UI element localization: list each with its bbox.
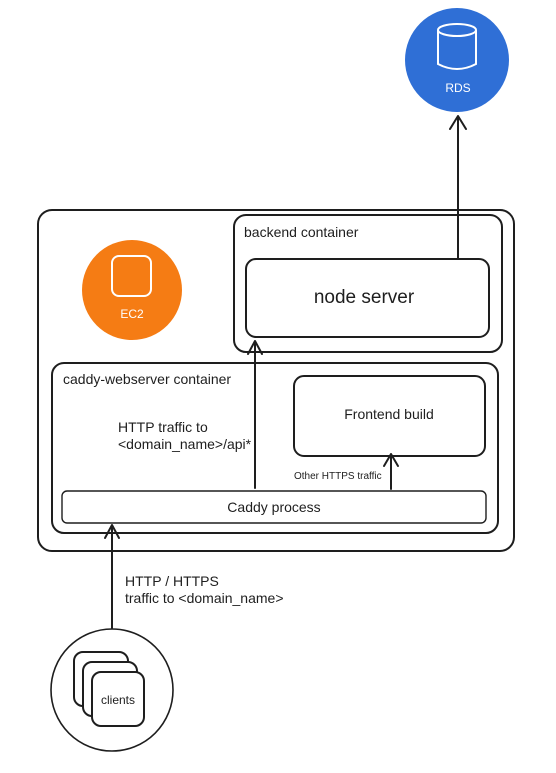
- node-server-label: node server: [314, 287, 415, 308]
- api-traffic-label-line1: HTTP traffic to: [118, 419, 208, 435]
- frontend-build-label: Frontend build: [344, 406, 434, 422]
- caddy-container-title: caddy-webserver container: [63, 371, 231, 387]
- node-server-box: [245, 258, 490, 338]
- database-icon: [437, 23, 477, 70]
- caddy-process-label: Caddy process: [227, 499, 320, 515]
- backend-container: backend container node server: [233, 214, 503, 353]
- arrow-clients-to-caddy: [104, 524, 120, 629]
- rds-node: RDS: [405, 8, 509, 112]
- client-traffic-label-line1: HTTP / HTTPS: [125, 573, 219, 589]
- ec2-label: EC2: [120, 307, 144, 321]
- ec2-circle: [82, 240, 182, 340]
- caddy-container-box: [51, 362, 499, 534]
- backend-container-box: [233, 214, 503, 353]
- ec2-node: EC2: [82, 240, 182, 340]
- arrow-caddy-to-frontend: [383, 453, 399, 490]
- ec2-instance-boundary: [37, 209, 515, 552]
- caddy-process-box: [61, 490, 487, 524]
- clients-label: clients: [101, 693, 135, 707]
- rds-circle: [405, 8, 509, 112]
- instance-icon: [111, 255, 152, 297]
- client-traffic-label-line2: traffic to <domain_name>: [125, 590, 284, 606]
- arrow-node-to-rds: [449, 115, 467, 259]
- clients-node: clients: [50, 628, 174, 752]
- backend-container-title: backend container: [244, 224, 359, 240]
- caddy-webserver-container: caddy-webserver container Frontend build…: [51, 362, 499, 534]
- api-traffic-label-line2: <domain_name>/api*: [118, 436, 252, 452]
- rds-label: RDS: [445, 81, 470, 95]
- arrow-caddy-to-node: [247, 340, 263, 489]
- client-stack-icon: [73, 651, 145, 727]
- other-traffic-label: Other HTTPS traffic: [294, 471, 382, 482]
